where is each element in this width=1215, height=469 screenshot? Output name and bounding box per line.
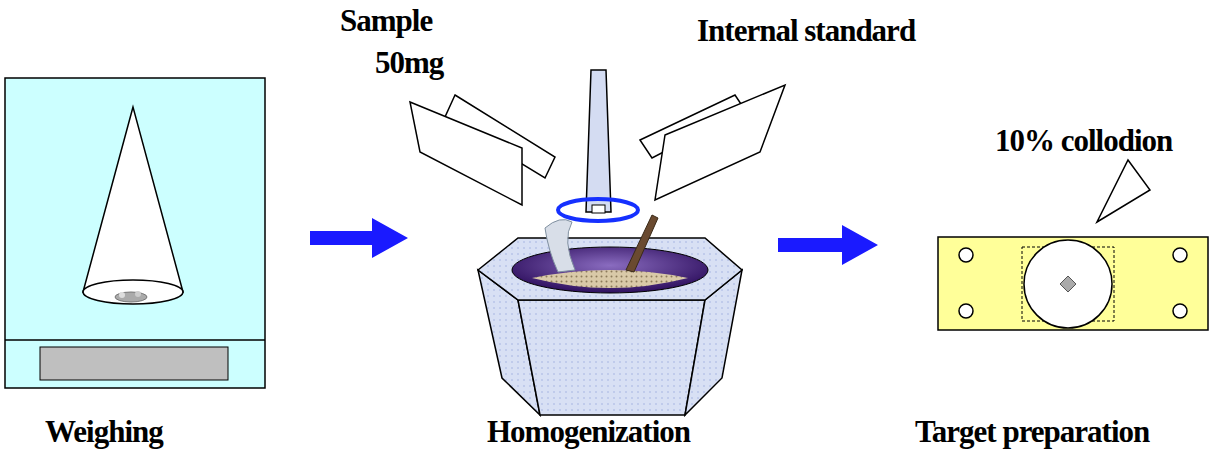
stage-label: Homogenization (487, 412, 690, 452)
stage-label: Target preparation (915, 412, 1149, 452)
stage-label-wrap: Target preparation (915, 412, 1149, 452)
flow-arrow (310, 218, 408, 258)
balance (5, 78, 265, 388)
process-stage: Weighing (0, 60, 310, 465)
annotation-label: 10% collodion (995, 120, 1172, 162)
dropper (1097, 160, 1150, 222)
process-stage: Target preparation (878, 60, 1212, 465)
standard-paper (640, 85, 785, 200)
stage-label: Weighing (45, 412, 163, 452)
annotation-label: Sample 50mg (340, 0, 505, 84)
sample-paper (410, 95, 555, 205)
target-holder (938, 237, 1208, 330)
mortar (478, 215, 742, 415)
pipette (558, 70, 638, 221)
annotation-label: Internal standard (697, 10, 915, 52)
process-stage: Homogenization (408, 60, 778, 465)
stage-label-wrap: Weighing (45, 412, 163, 452)
stage-label-wrap: Homogenization (487, 412, 690, 452)
flow-arrow (778, 225, 878, 265)
